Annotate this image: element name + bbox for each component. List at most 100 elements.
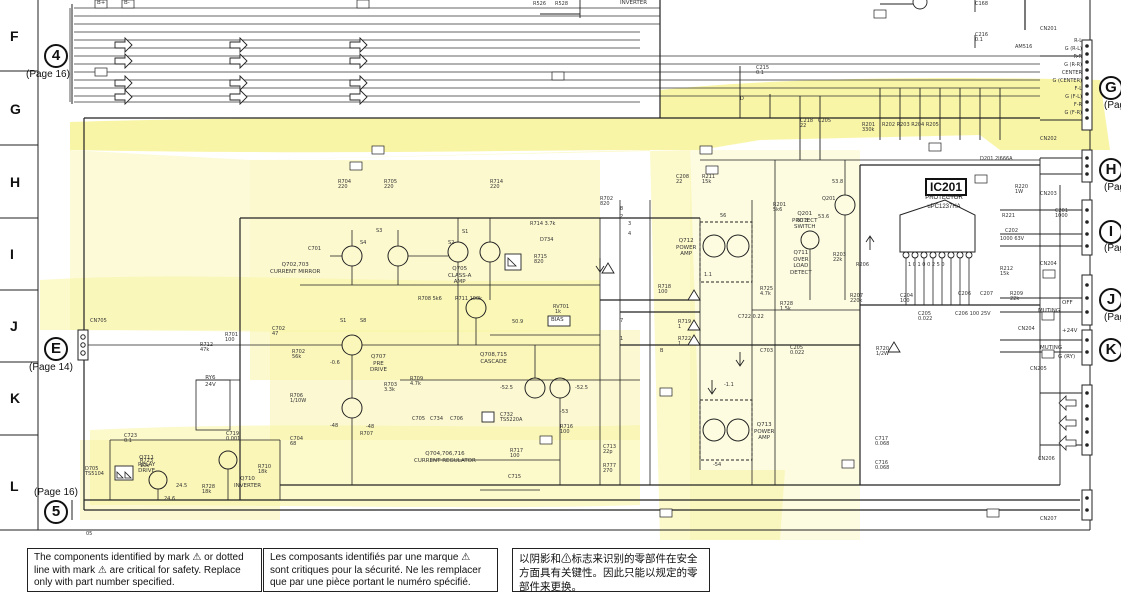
plus24v-label: +24V — [1062, 328, 1078, 334]
svg-text:100: 100 — [900, 298, 910, 304]
svg-text:R715: R715 — [534, 254, 547, 260]
svg-text:0.1: 0.1 — [975, 37, 983, 43]
svg-text:CN205: CN205 — [1030, 366, 1047, 372]
svg-text:22: 22 — [676, 179, 682, 185]
output-pin-label: G (R-R) — [1064, 62, 1082, 68]
svg-text:R719: R719 — [678, 319, 691, 325]
svg-text:R702: R702 — [600, 196, 613, 202]
svg-text:R209: R209 — [1010, 291, 1023, 297]
svg-text:C715: C715 — [508, 474, 521, 480]
svg-text:24.5: 24.5 — [176, 483, 187, 489]
svg-text:-53: -53 — [560, 409, 568, 415]
ref-marker-i: I — [1099, 220, 1121, 244]
svg-text:0.022: 0.022 — [790, 350, 804, 356]
svg-text:R202 R203 R204 R205: R202 R203 R204 R205 — [882, 122, 939, 128]
section-power-amp-bottom: Q713 POWER AMP — [754, 422, 775, 441]
svg-text:R203: R203 — [833, 252, 846, 258]
svg-text:22k: 22k — [1010, 296, 1019, 302]
svg-text:3: 3 — [628, 221, 631, 227]
svg-text:R722: R722 — [678, 336, 691, 342]
svg-text:Q201: Q201 — [822, 196, 835, 202]
ref-page-j: (Pag — [1104, 312, 1121, 323]
svg-text:CN206: CN206 — [1038, 456, 1055, 462]
svg-text:1/2W: 1/2W — [876, 351, 889, 357]
svg-text:CN204: CN204 — [1018, 326, 1035, 332]
svg-text:R703: R703 — [384, 382, 397, 388]
svg-text:C701: C701 — [308, 246, 321, 252]
svg-text:820: 820 — [600, 201, 610, 207]
svg-text:100: 100 — [658, 289, 668, 295]
svg-text:R706: R706 — [290, 393, 303, 399]
svg-text:1/10W: 1/10W — [290, 398, 306, 404]
svg-text:R716: R716 — [560, 424, 573, 430]
svg-text:CN705: CN705 — [90, 318, 107, 324]
svg-text:R777: R777 — [603, 463, 616, 469]
svg-text:S4: S4 — [360, 240, 366, 246]
output-pin-label: R-R — [1073, 54, 1082, 60]
right-wires — [1000, 55, 1082, 485]
svg-text:0.1: 0.1 — [124, 438, 132, 444]
svg-text:5k6: 5k6 — [773, 207, 782, 213]
svg-text:S2: S2 — [448, 240, 454, 246]
output-pin-labels: R-L G (R-L) R-R G (R-R) CENTER G (CENTER… — [1040, 37, 1082, 117]
svg-text:R709: R709 — [410, 376, 423, 382]
svg-text:C704: C704 — [290, 436, 303, 442]
svg-text:100: 100 — [560, 429, 570, 435]
row-label-g: G — [10, 101, 21, 117]
svg-text:4: 4 — [628, 231, 631, 237]
svg-text:D705: D705 — [85, 466, 98, 472]
svg-text:47: 47 — [272, 331, 278, 337]
ref-marker-k: K — [1099, 338, 1121, 362]
bplus-tags — [94, 0, 1056, 518]
svg-text:C722 0.22: C722 0.22 — [738, 314, 764, 320]
ref-marker-j: J — [1099, 288, 1121, 312]
ref-marker-5: 5 — [44, 500, 68, 524]
output-pin-label: CENTER — [1061, 70, 1082, 76]
svg-text:C168: C168 — [975, 1, 988, 7]
safety-note-chinese: 以阴影和⚠标志来识别的零部件在安全方面具有关键性。因此只能以规定的零部件来更换。 — [512, 548, 710, 593]
svg-text:R720: R720 — [876, 346, 889, 352]
svg-text:C207: C207 — [980, 291, 993, 297]
svg-text:C208: C208 — [676, 174, 689, 180]
svg-text:0.001: 0.001 — [226, 436, 240, 442]
ic201-part: uPC1237HA — [927, 204, 961, 210]
svg-text:C205: C205 — [790, 345, 803, 351]
relay-drive-diodes — [116, 257, 517, 479]
highlight-area — [40, 78, 1110, 540]
svg-text:1000 63V: 1000 63V — [1000, 236, 1025, 242]
off-label: OFF — [1062, 300, 1073, 306]
ground-ry-label: G (RY) — [1058, 354, 1076, 360]
ref-page-g: (Pag — [1104, 100, 1121, 111]
svg-text:0.1: 0.1 — [756, 70, 764, 76]
svg-text:1.5k: 1.5k — [780, 306, 791, 312]
svg-text:AM516: AM516 — [1015, 44, 1032, 50]
signal-arrows — [595, 235, 875, 395]
section-class-a-amp: Q705 CLASS-A AMP — [448, 266, 472, 285]
svg-text:R526: R526 — [533, 1, 546, 7]
svg-text:22: 22 — [800, 123, 806, 129]
ref-marker-4: 4 — [44, 44, 68, 68]
ic201-function: PROTECTOR — [925, 195, 963, 201]
output-pin-label: R-L — [1074, 38, 1082, 44]
svg-text:18k: 18k — [202, 489, 211, 495]
svg-text:220: 220 — [490, 184, 500, 190]
svg-text:C205: C205 — [918, 311, 931, 317]
svg-text:R710: R710 — [258, 464, 271, 470]
svg-text:53.6: 53.6 — [818, 214, 829, 220]
svg-text:C702: C702 — [272, 326, 285, 332]
muting-label: MUTING — [1038, 308, 1061, 314]
left-connector-e — [77, 329, 89, 361]
safety-note-english: The components identified by mark ⚠ or d… — [27, 548, 262, 592]
svg-text:D: D — [740, 96, 744, 102]
right-connectors — [1081, 39, 1093, 521]
row-label-i: I — [10, 246, 14, 262]
svg-text:18k: 18k — [258, 469, 267, 475]
row-label-j: J — [10, 318, 18, 334]
svg-text:220: 220 — [338, 184, 348, 190]
svg-text:330k: 330k — [862, 127, 875, 133]
bus-arrows — [114, 36, 368, 106]
svg-text:-0.6: -0.6 — [330, 360, 340, 366]
svg-text:R725: R725 — [760, 286, 773, 292]
ref-page-i: (Pag — [1104, 243, 1121, 254]
